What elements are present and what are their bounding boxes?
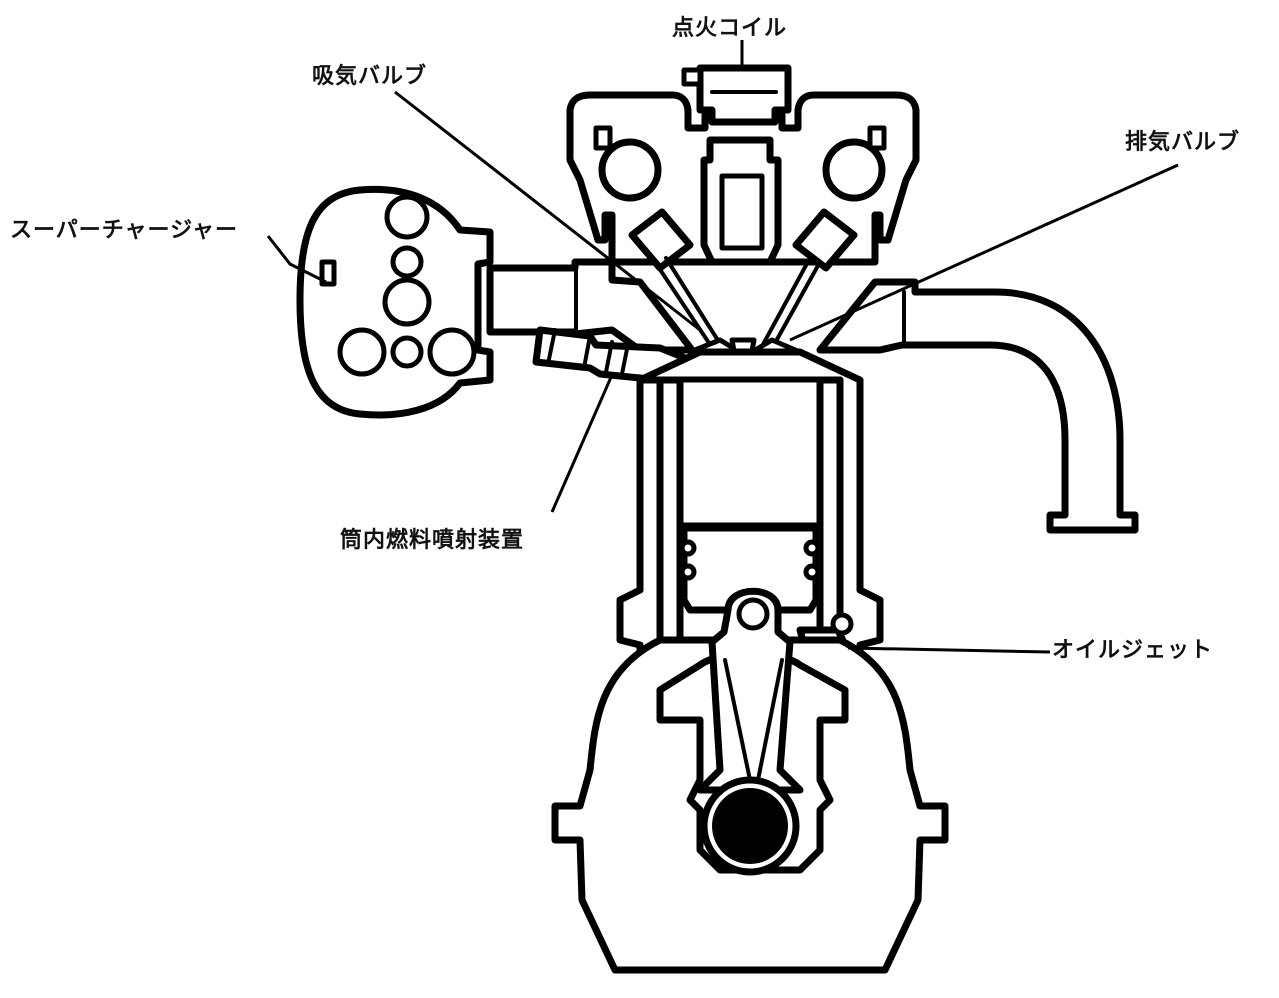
leader-injector xyxy=(550,374,614,513)
label-supercharger: スーパーチャージャー xyxy=(10,218,239,243)
label-intake-valve: 吸気バルブ xyxy=(312,64,428,89)
cylinder-head xyxy=(566,64,920,272)
label-exhaust-valve: 排気バルブ xyxy=(1125,130,1241,155)
label-oil-jet: オイルジェット xyxy=(1052,638,1214,663)
leader-supercharger xyxy=(266,235,327,284)
supercharger-unit xyxy=(296,185,494,419)
label-direct-injector: 筒内燃料噴射装置 xyxy=(340,528,525,553)
leader-intake-valve xyxy=(394,90,701,332)
leader-exhaust-valve xyxy=(789,163,1179,342)
exhaust-pipe xyxy=(816,278,1139,534)
crankcase xyxy=(551,587,949,974)
leader-oil-jet xyxy=(847,646,1051,654)
label-ignition-coil: 点火コイル xyxy=(672,16,788,41)
